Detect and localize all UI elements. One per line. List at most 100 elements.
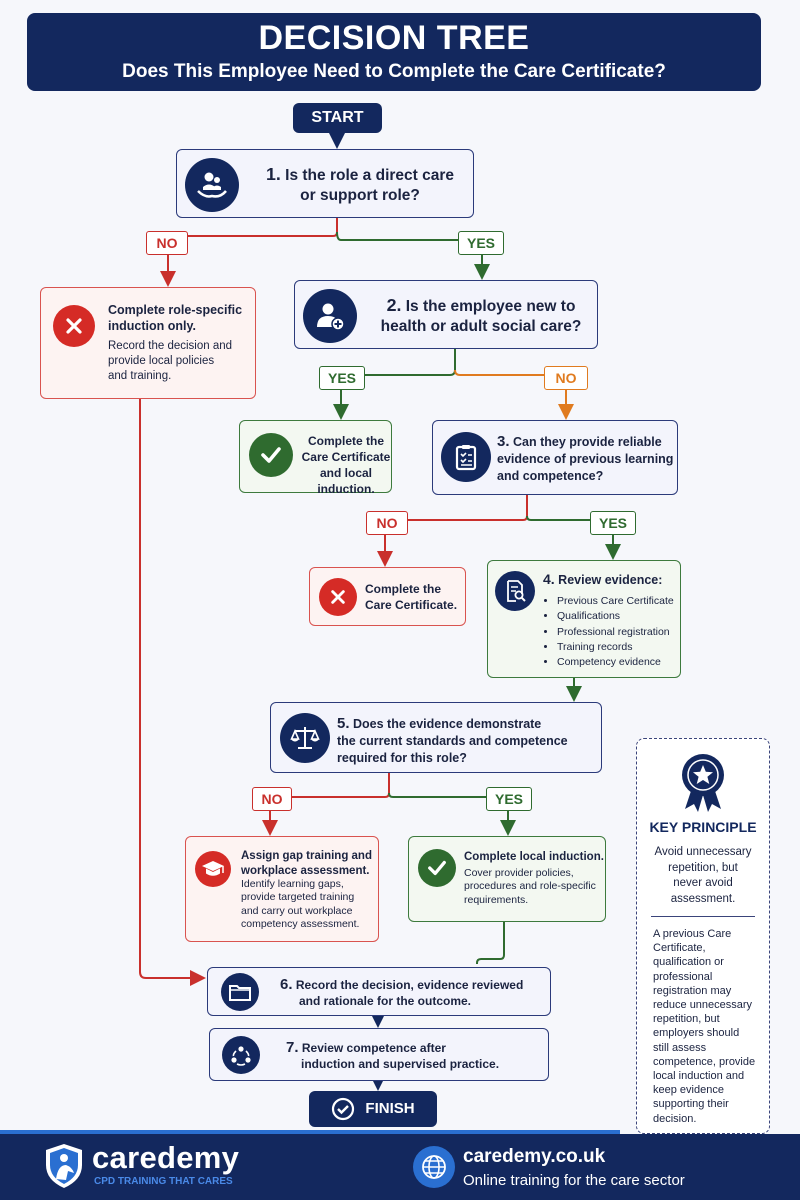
key-principle-title: KEY PRINCIPLE [649,819,757,835]
question-5-box: 5. Does the evidence demonstrate the cur… [270,702,602,773]
q3-no-line2: Care Certificate. [365,598,458,612]
question-3-line3: and competence? [497,469,604,483]
page-subtitle: Does This Employee Need to Complete the … [122,61,666,82]
header-banner: DECISION TREE Does This Employee Need to… [27,13,761,91]
people-cycle-icon [222,1036,260,1074]
check-icon [418,849,456,887]
question-3-number: 3. [497,433,510,450]
user-plus-icon [303,289,357,343]
new-yes-line1: Complete the [307,434,384,448]
question-1-text: 1. Is the role a direct care or support … [249,164,471,206]
gap-title1: Assign gap training and [241,850,372,862]
local-induction-title: Complete local induction. [464,851,604,863]
key-body-5: registration may [653,984,732,997]
question-2-number: 2. [386,295,402,315]
q2-yes-tag: YES [319,366,365,390]
document-search-icon [495,571,535,611]
key-principle-body: A previous Care Certificate, qualificati… [637,927,769,1126]
q1-yes-tag: YES [458,231,504,255]
key-body-6: reduce unnecessary [653,999,753,1012]
key-body-8: employers should [653,1027,740,1040]
gap-text1: Identify learning gaps, [241,878,344,890]
question-5-line3: required for this role? [337,751,467,765]
gap-text4: competency assessment. [241,917,360,930]
q2-no-label: NO [555,370,577,386]
key-body-11: local induction and [653,1070,745,1083]
step-6-number: 6. [280,976,293,993]
clipboard-checklist-icon [441,432,491,482]
care-certificate-induction-box: Complete the Care Certificate and local … [239,420,392,496]
key-body-7: repetition, but [653,1013,720,1026]
folder-icon [221,973,259,1011]
question-3-box: 3. Can they provide reliable evidence of… [432,420,678,495]
finish-label: FINISH [365,1100,415,1117]
step-6-line2: and rationale for the outcome. [299,994,472,1008]
list-item: Professional registration [557,625,679,640]
q1-no-label: NO [156,235,178,251]
footer-accent-stripe [0,1130,620,1134]
role-specific-text1: Record the decision and [108,340,233,352]
footer-brand: caredemy [92,1140,240,1175]
question-5-text: 5. Does the evidence demonstrate the cur… [337,715,599,767]
step-6-text: 6. Record the decision, evidence reviewe… [280,977,548,1009]
evidence-list: Previous Care Certificate Qualifications… [543,594,679,670]
caring-hands-icon [185,158,239,212]
list-item: Training records [557,640,679,655]
list-item: Competency evidence [557,655,679,670]
footer-url[interactable]: caredemy.co.uk [463,1146,606,1167]
q3-no-line1: Complete the [365,582,442,596]
check-circle-icon [331,1097,355,1121]
gap-text3: and carry out workplace [241,904,353,917]
key-body-9: still assess [653,1041,707,1054]
step-7-text: 7. Review competence after induction and… [286,1040,546,1072]
key-lead-1: Avoid unnecessary [654,846,752,858]
q3-yes-tag: YES [590,511,636,535]
list-item: Previous Care Certificate [557,594,679,609]
key-body-13: supporting their [653,1098,729,1111]
question-2-text: 2. Is the employee new to health or adul… [367,295,595,337]
step-7-line2: induction and supervised practice. [301,1057,500,1071]
key-lead-3: never avoid [673,877,733,889]
role-specific-title2: induction only. [108,319,196,333]
gap-training-content: Assign gap training and workplace assess… [241,849,376,931]
key-body-14: decision. [653,1112,697,1125]
q2-no-tag: NO [544,366,588,390]
shield-logo-icon [44,1143,84,1194]
step-7-number: 7. [286,1039,299,1056]
q5-yes-tag: YES [486,787,532,811]
local-text3: requirements. [464,893,529,906]
scales-icon [280,713,330,763]
key-body-12: keep evidence [653,1084,724,1097]
step-7-box: 7. Review competence after induction and… [209,1028,549,1081]
question-4-number: 4. [543,571,555,587]
gap-training-box: Assign gap training and workplace assess… [185,836,379,942]
question-2-line1: Is the employee new to [405,298,576,315]
start-node: START [293,103,382,133]
step-6-line1: Record the decision, evidence reviewed [295,978,524,992]
question-3-line2: evidence of previous learning [497,452,674,466]
care-certificate-induction-text: Complete the Care Certificate and local … [301,433,391,497]
step-6-box: 6. Record the decision, evidence reviewe… [207,967,551,1016]
check-icon [249,433,293,477]
q5-no-tag: NO [252,787,292,811]
q5-yes-label: YES [494,791,523,807]
review-evidence-box: 4. Review evidence: Previous Care Certif… [487,560,681,678]
q3-no-tag: NO [366,511,408,535]
globe-icon [413,1146,455,1188]
gap-text2: provide targeted training [241,891,355,904]
new-yes-line2: Care Certificate [301,450,391,464]
q1-no-tag: NO [146,231,188,255]
role-specific-induction-box: Complete role-specific induction only. R… [40,287,256,399]
key-principle-panel: KEY PRINCIPLE Avoid unnecessary repetiti… [636,738,770,1134]
key-lead-4: assessment. [670,892,736,905]
role-specific-content: Complete role-specific induction only. R… [108,302,252,384]
complete-care-certificate-box: Complete the Care Certificate. [309,567,466,626]
footer-tagline: CPD TRAINING THAT CARES [94,1176,233,1187]
question-1-line1: Is the role a direct care [285,167,455,184]
key-body-1: A previous Care [653,928,732,940]
question-2-line2: health or adult social care? [380,318,582,335]
question-2-box: 2. Is the employee new to health or adul… [294,280,598,349]
key-body-2: Certificate, [653,942,706,955]
x-icon [319,578,357,616]
q1-yes-label: YES [466,235,495,251]
